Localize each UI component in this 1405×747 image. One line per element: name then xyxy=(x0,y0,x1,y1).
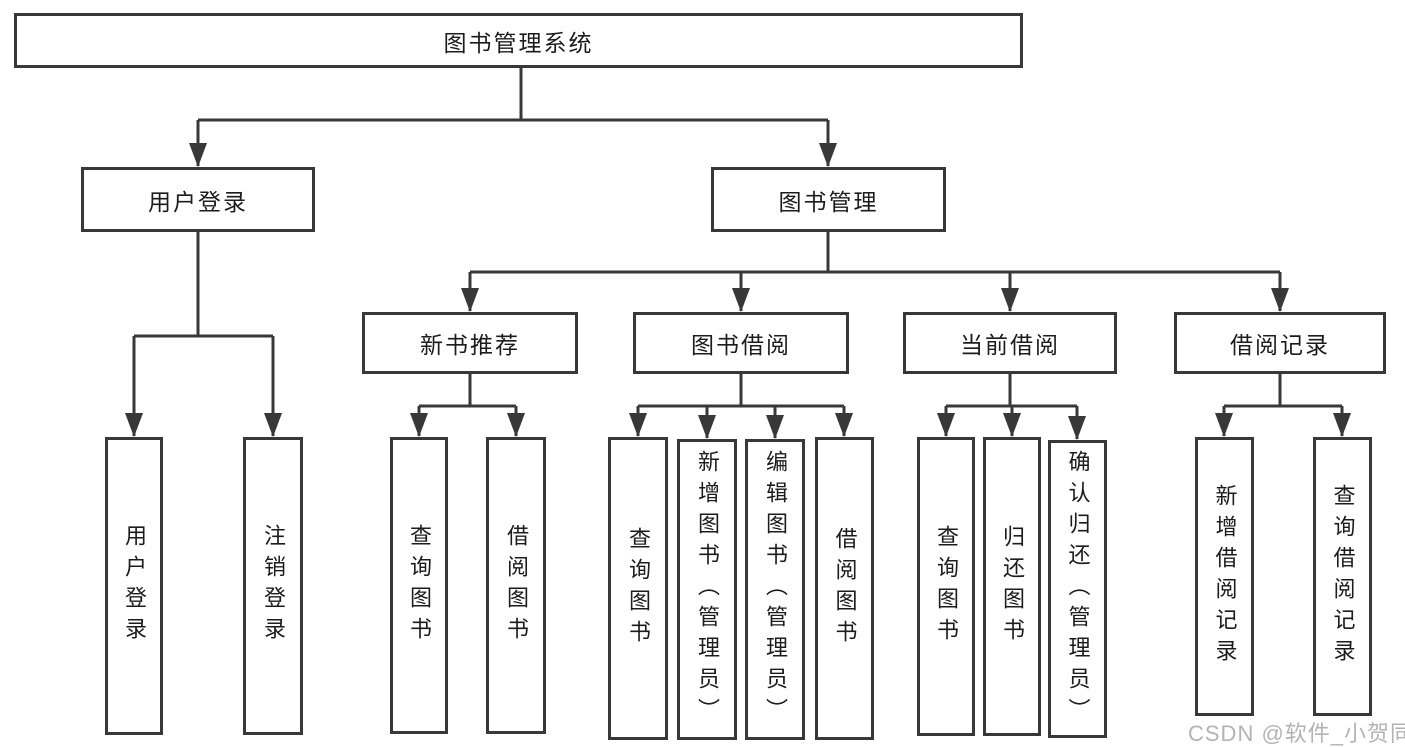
leaf-label: 借阅图书 xyxy=(504,523,529,648)
leaf-add-book-admin: 新增图书（管理员） xyxy=(677,439,737,740)
leaf-label: 查询图书 xyxy=(626,526,651,651)
leaf-confirm-return-admin: 确认归还（管理员） xyxy=(1048,440,1107,738)
leaf-label: 借阅图书 xyxy=(832,526,858,651)
node-borrow-records: 借阅记录 xyxy=(1174,312,1386,374)
leaf-label: 确认归还（管理员） xyxy=(1065,449,1091,729)
node-user-login: 用户登录 xyxy=(81,167,315,232)
leaf-label: 用户登录 xyxy=(122,524,147,648)
leaf-label: 查询图书 xyxy=(934,524,959,649)
leaf-label: 查询图书 xyxy=(407,523,432,648)
leaf-return-books: 归还图书 xyxy=(983,437,1041,736)
node-label: 借阅记录 xyxy=(1230,332,1330,358)
node-label: 用户登录 xyxy=(148,188,248,215)
node-book-management: 图书管理 xyxy=(711,167,946,232)
leaf-label: 新增借阅记录 xyxy=(1212,483,1238,670)
leaf-label: 新增图书（管理员） xyxy=(695,450,720,729)
node-label: 新书推荐 xyxy=(420,332,520,358)
node-new-book-recommend: 新书推荐 xyxy=(362,312,578,374)
leaf-edit-book-admin: 编辑图书（管理员） xyxy=(745,439,805,740)
leaf-label: 归还图书 xyxy=(1000,524,1025,649)
leaf-logout: 注销登录 xyxy=(243,437,303,735)
leaf-query-borrow-record: 查询借阅记录 xyxy=(1313,437,1372,716)
leaf-label: 编辑图书（管理员） xyxy=(763,450,788,729)
node-current-borrow: 当前借阅 xyxy=(903,312,1117,374)
node-label: 图书管理 xyxy=(778,188,879,215)
csdn-watermark: CSDN @软件_小贺同学 xyxy=(1188,721,1405,746)
leaf-add-borrow-record: 新增借阅记录 xyxy=(1195,437,1254,716)
node-label: 图书管理系统 xyxy=(443,29,594,56)
leaf-label: 注销登录 xyxy=(261,524,286,648)
leaf-borrow-books-newbook: 借阅图书 xyxy=(486,437,546,734)
node-label: 图书借阅 xyxy=(691,332,791,358)
leaf-query-books-newbook: 查询图书 xyxy=(390,437,448,734)
node-root: 图书管理系统 xyxy=(14,13,1023,68)
leaf-borrow-books-borrow: 借阅图书 xyxy=(815,437,874,740)
leaf-user-login: 用户登录 xyxy=(105,437,163,735)
leaf-label: 查询借阅记录 xyxy=(1330,483,1356,670)
node-book-borrow: 图书借阅 xyxy=(633,312,849,374)
leaf-query-books-borrow: 查询图书 xyxy=(608,437,668,740)
node-label: 当前借阅 xyxy=(960,332,1060,358)
leaf-query-books-current: 查询图书 xyxy=(917,437,975,736)
